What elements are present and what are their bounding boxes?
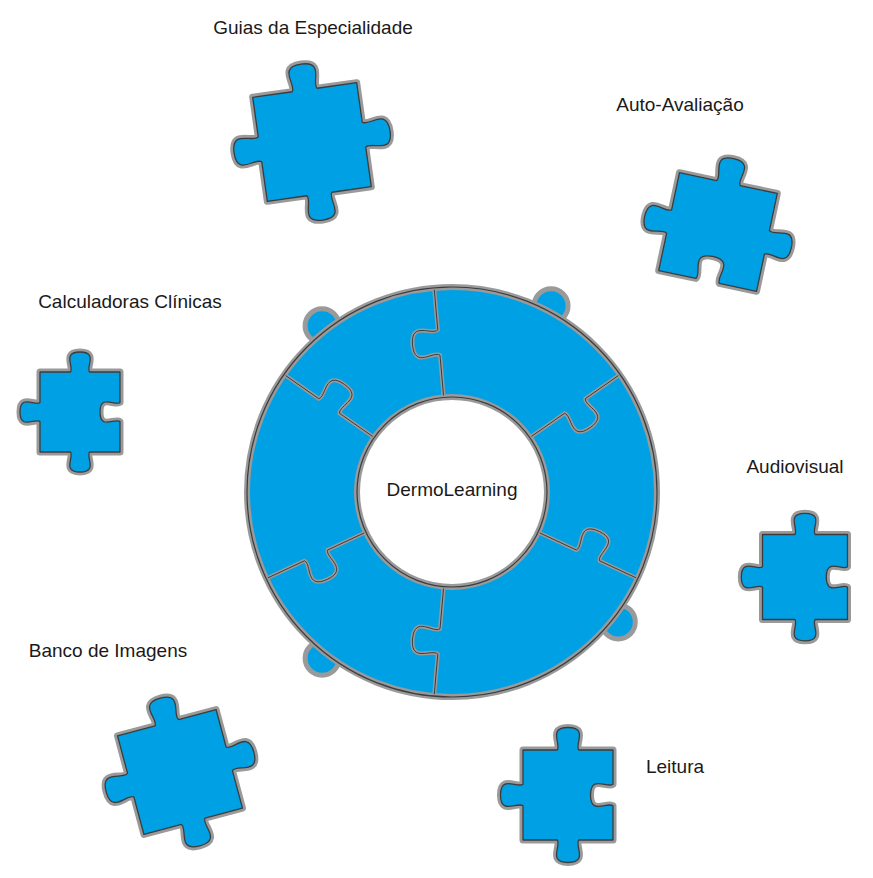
piece-body xyxy=(20,352,120,472)
ring-seam xyxy=(532,376,619,437)
puzzle-shape xyxy=(600,85,835,320)
piece-label: Guias da Especialidade xyxy=(213,17,413,40)
ring-seam xyxy=(540,529,636,578)
ring-seam-line xyxy=(412,290,443,396)
piece-body xyxy=(634,143,807,296)
puzzle-shape xyxy=(200,8,430,236)
puzzle-shape xyxy=(5,285,255,510)
puzzle-node: Calculadoras Clínicas xyxy=(5,285,255,510)
ring-body xyxy=(247,287,657,697)
puzzle-node: DermoLearning xyxy=(238,278,668,708)
piece-body xyxy=(223,53,401,231)
ring-seam xyxy=(412,290,443,396)
ring-seam-line xyxy=(532,376,619,437)
ring-seam-line xyxy=(540,529,636,578)
ring-seam-line xyxy=(286,376,373,437)
puzzle-piece xyxy=(634,143,807,296)
piece-body xyxy=(741,513,847,641)
piece-body xyxy=(501,728,614,863)
puzzle-piece xyxy=(501,728,614,863)
piece-halo xyxy=(20,352,120,472)
ring-seam xyxy=(286,376,373,437)
puzzle-node: Auto-Avaliação xyxy=(600,85,835,320)
piece-label: Auto-Avaliação xyxy=(616,94,743,117)
ring-seam-line xyxy=(412,589,443,695)
puzzle-shape xyxy=(728,455,868,670)
piece-body xyxy=(86,678,273,865)
piece-halo xyxy=(501,728,614,863)
ring-outline xyxy=(247,287,657,697)
ring-seam xyxy=(412,589,443,695)
puzzle-node: Leitura xyxy=(480,718,715,873)
piece-halo xyxy=(223,53,401,231)
piece-label: Calculadoras Clínicas xyxy=(38,291,222,314)
piece-halo xyxy=(634,143,807,296)
ring-seam-line xyxy=(268,533,364,582)
piece-label: Audiovisual xyxy=(746,456,843,479)
puzzle-piece xyxy=(223,53,401,231)
piece-label: Leitura xyxy=(646,756,704,779)
puzzle-piece xyxy=(86,678,273,865)
piece-label: Banco de Imagens xyxy=(29,640,187,663)
puzzle-node: Audiovisual xyxy=(728,455,868,670)
puzzle-node: Guias da Especialidade xyxy=(200,8,430,236)
puzzle-shape xyxy=(480,718,715,873)
puzzle-piece xyxy=(20,352,120,472)
piece-halo xyxy=(741,513,847,641)
puzzle-piece xyxy=(741,513,847,641)
piece-halo xyxy=(86,678,273,865)
puzzle-shape xyxy=(60,635,295,873)
ring-seam xyxy=(268,533,364,582)
puzzle-node: Banco de Imagens xyxy=(60,635,295,873)
puzzle-ring xyxy=(247,287,657,697)
piece-label: DermoLearning xyxy=(387,479,518,502)
